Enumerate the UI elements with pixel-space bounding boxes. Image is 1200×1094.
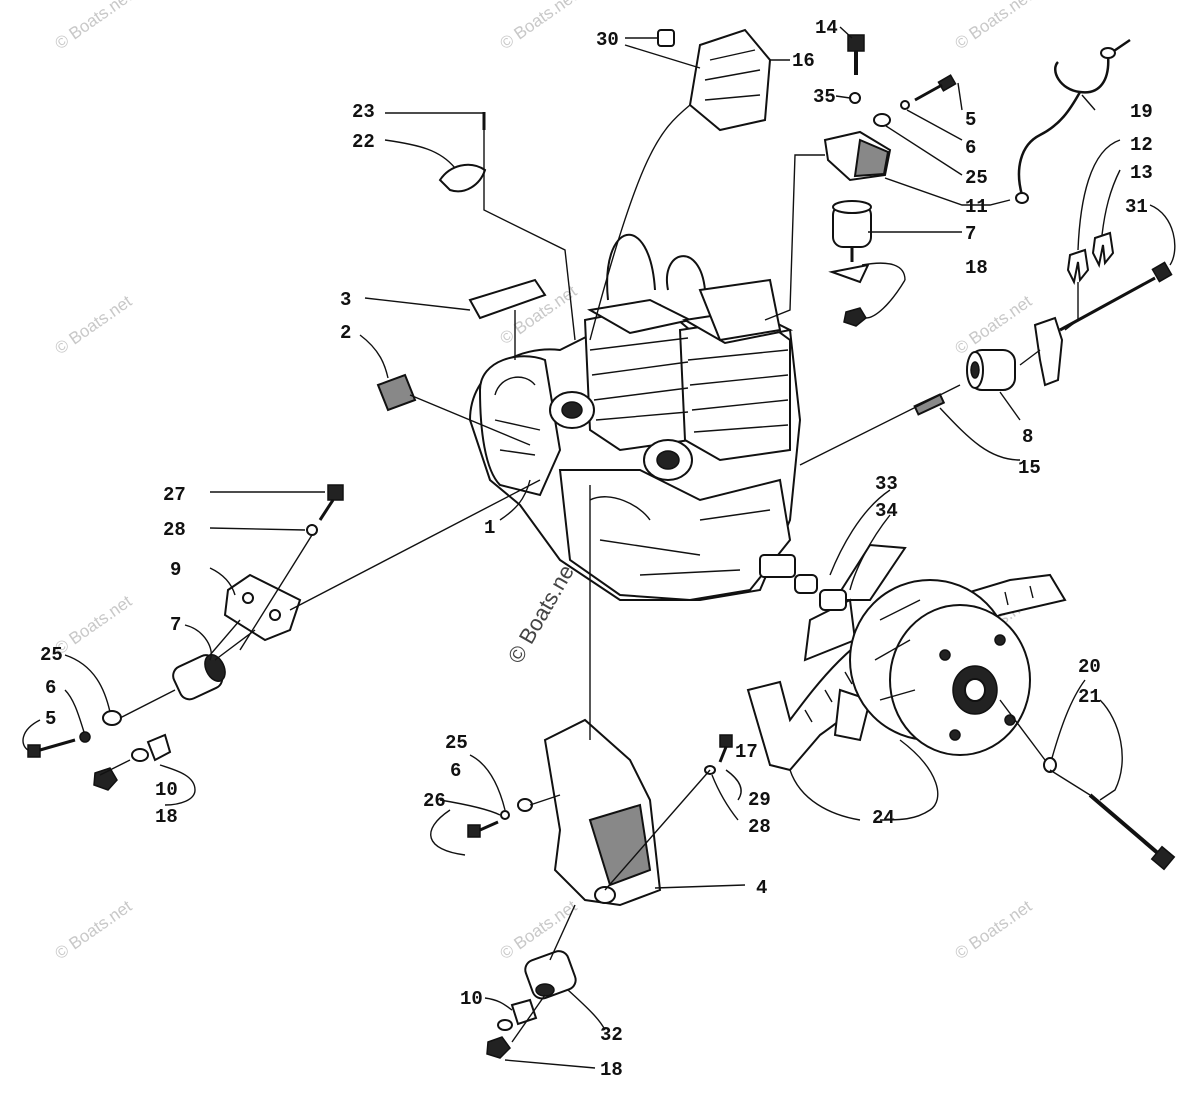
part-3-plate (468, 278, 547, 320)
part-18-nut-left (93, 767, 118, 791)
part-9-mount-plate (223, 573, 302, 642)
callout-35: 35 (813, 86, 836, 108)
callout-25: 25 (40, 644, 63, 666)
part-18-nut-top (843, 307, 867, 327)
callout-6: 6 (965, 137, 976, 159)
callout-18: 18 (155, 806, 178, 828)
callout-25: 25 (965, 167, 988, 189)
part-25-washer-lower (517, 798, 533, 812)
callout-7: 7 (965, 223, 976, 245)
callout-16: 16 (792, 50, 815, 72)
watermark: © Boats.net (51, 591, 135, 658)
callout-9: 9 (170, 559, 181, 581)
part-6-washer-top (900, 100, 910, 110)
watermark: © Boats.net (51, 291, 135, 358)
part-26-bolt (467, 820, 499, 838)
callout-26: 26 (423, 790, 446, 812)
part-7-rubber-mount-left (172, 654, 226, 701)
callout-28: 28 (748, 816, 771, 838)
part-14-bolt (847, 34, 865, 75)
part-35-washer (849, 92, 861, 104)
callout-33: 33 (875, 473, 898, 495)
callout-18: 18 (600, 1059, 623, 1081)
callout-24: 24 (872, 807, 895, 829)
callout-14: 14 (815, 17, 838, 39)
watermark: © Boats.net (496, 896, 580, 963)
part-10-washer-lower (510, 998, 538, 1026)
part-29-bolt (718, 734, 733, 763)
part-22-clip (438, 163, 487, 193)
callout-19: 19 (1130, 101, 1153, 123)
callout-23: 23 (352, 101, 375, 123)
part-25-washer-top (873, 113, 891, 127)
callout-31: 31 (1125, 196, 1148, 218)
callout-22: 22 (352, 131, 375, 153)
part-32-rubber-mount (524, 950, 577, 1000)
callout-1: 1 (484, 517, 495, 539)
part-bracket-plate (1033, 316, 1064, 387)
part-10-washer-left (146, 733, 172, 762)
part-5-bolt-left (27, 738, 76, 758)
callout-27: 27 (163, 484, 186, 506)
part-17-drive-clutch (803, 543, 1031, 756)
part-13-fork (1091, 231, 1115, 269)
callout-4: 4 (756, 877, 767, 899)
part-12-fork (1066, 248, 1090, 286)
part-7-rubber-mount-top (828, 200, 872, 284)
part-19-ground-wire (1017, 38, 1131, 196)
callout-29: 29 (748, 789, 771, 811)
part-25-washer-left (102, 710, 122, 726)
callout-7: 7 (170, 614, 181, 636)
callout-10: 10 (460, 988, 483, 1010)
part-28-washer-left (306, 524, 318, 536)
callout-6: 6 (450, 760, 461, 782)
leader-lines (22, 26, 1176, 1069)
part-27-bolt (318, 484, 344, 521)
part-30-cap (657, 29, 675, 47)
callout-3: 3 (340, 289, 351, 311)
callout-32: 32 (600, 1024, 623, 1046)
callout-13: 13 (1130, 162, 1153, 184)
callout-30: 30 (596, 29, 619, 51)
part-20-washer (1043, 757, 1057, 773)
part-18-nut-lower (486, 1036, 511, 1059)
callout-10: 10 (155, 779, 178, 801)
callout-20: 20 (1078, 656, 1101, 678)
part-6-washer-left (79, 731, 91, 743)
callout-2: 2 (340, 322, 351, 344)
part-21-clutch-bolt (1088, 793, 1176, 871)
part-16-bracket (688, 28, 772, 132)
watermark: © Boats.net (51, 896, 135, 963)
part-6-washer-lower (500, 810, 510, 820)
callout-8: 8 (1022, 426, 1033, 448)
engine-block (468, 233, 802, 602)
part-33-34-spacers (794, 574, 847, 611)
callout-5: 5 (45, 708, 56, 730)
part-5-bolt-top (914, 74, 957, 102)
callout-6: 6 (45, 677, 56, 699)
callout-17: 17 (735, 741, 758, 763)
part-15-stud (913, 393, 946, 416)
watermark: © Boats.net (496, 0, 580, 53)
watermark: © Boats.net (51, 0, 135, 53)
callout-28: 28 (163, 519, 186, 541)
callout-18: 18 (965, 257, 988, 279)
part-2-block (376, 373, 417, 412)
watermark: © Boats.net (951, 291, 1035, 358)
callout-15: 15 (1018, 457, 1041, 479)
callout-21: 21 (1078, 686, 1101, 708)
part-4-mount-bracket (543, 718, 662, 907)
callout-labels: 30 16 14 35 5 6 25 11 7 18 19 12 13 31 2… (40, 17, 1153, 1081)
callout-34: 34 (875, 500, 898, 522)
callout-11: 11 (965, 196, 988, 218)
part-8-spacer (966, 349, 1016, 391)
callout-5: 5 (965, 109, 976, 131)
callout-12: 12 (1130, 134, 1153, 156)
watermark-center: © Boats.net (503, 555, 582, 667)
watermark: © Boats.net (951, 0, 1035, 53)
callout-25: 25 (445, 732, 468, 754)
watermark: © Boats.net (951, 896, 1035, 963)
